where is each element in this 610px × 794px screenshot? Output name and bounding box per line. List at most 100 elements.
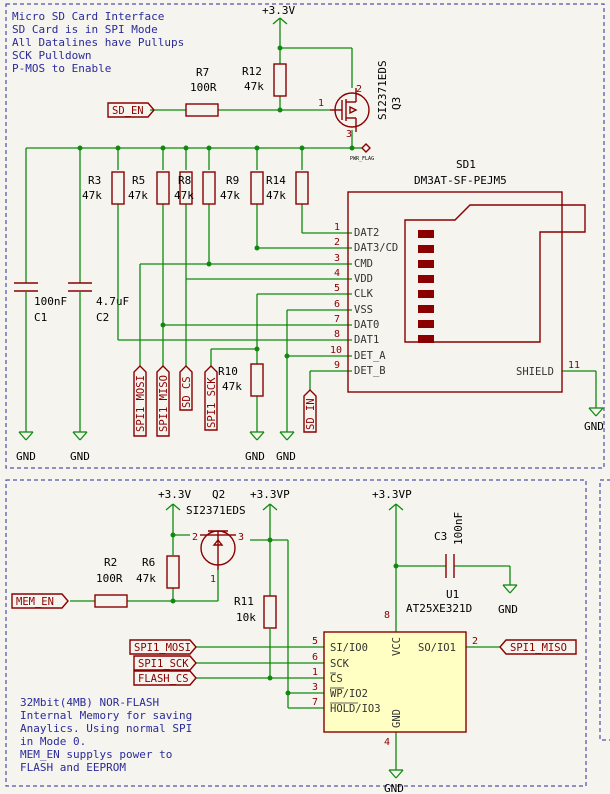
pullup-wiring bbox=[117, 148, 597, 432]
svg-text:in Mode 0.: in Mode 0. bbox=[20, 735, 86, 748]
q3-pmos[interactable]: 1 2 3 bbox=[318, 84, 370, 140]
r5-resistor[interactable] bbox=[156, 171, 170, 205]
svg-text:3: 3 bbox=[334, 253, 340, 264]
svg-text:CMD: CMD bbox=[354, 258, 373, 270]
svg-text:2: 2 bbox=[356, 84, 362, 95]
sd1-value: DM3AT-SF-PEJM5 bbox=[414, 174, 507, 187]
sd-en-label[interactable]: SD_EN bbox=[107, 102, 155, 118]
u1-wiring bbox=[196, 539, 500, 770]
r8-resistor[interactable] bbox=[179, 171, 193, 205]
svg-text:Anaylics. Using normal SPI: Anaylics. Using normal SPI bbox=[20, 722, 192, 735]
sd1-contacts bbox=[418, 230, 434, 343]
svg-text:PWR_FLAG: PWR_FLAG bbox=[350, 156, 374, 162]
sd1-connector[interactable] bbox=[347, 191, 586, 393]
svg-text:GND: GND bbox=[384, 782, 404, 794]
r12-resistor[interactable] bbox=[273, 63, 287, 97]
r14-resistor[interactable] bbox=[250, 171, 264, 205]
svg-text:SPI1_MISO: SPI1_MISO bbox=[158, 375, 170, 432]
r8-value: 47k bbox=[174, 189, 194, 202]
svg-text:2: 2 bbox=[472, 636, 478, 647]
gnd-r10: GND bbox=[245, 431, 265, 463]
q2-pmos[interactable]: 2 3 1 bbox=[192, 530, 244, 601]
svg-text:DAT3/CD: DAT3/CD bbox=[354, 242, 398, 254]
q3-wiring bbox=[150, 45, 353, 148]
svg-text:CLK: CLK bbox=[354, 288, 374, 300]
flash-cs-label[interactable]: FLASH_CS bbox=[133, 670, 197, 686]
r5-ref: R5 bbox=[132, 174, 145, 187]
r10-resistor[interactable] bbox=[250, 363, 264, 397]
r3-resistor[interactable] bbox=[111, 171, 125, 205]
svg-text:6: 6 bbox=[312, 652, 318, 663]
u1-value: AT25XE321D bbox=[406, 602, 472, 615]
u1-flash-chip[interactable] bbox=[323, 631, 467, 733]
r2-resistor[interactable] bbox=[94, 594, 128, 608]
r9-resistor[interactable] bbox=[202, 171, 216, 205]
svg-text:WP/IO2: WP/IO2 bbox=[330, 688, 368, 700]
svg-text:SO/IO1: SO/IO1 bbox=[418, 642, 456, 654]
svg-text:1: 1 bbox=[334, 222, 340, 233]
svg-text:GND: GND bbox=[276, 450, 296, 463]
r6-resistor[interactable] bbox=[166, 555, 180, 589]
gnd-c2: GND bbox=[70, 431, 90, 463]
svg-text:GND: GND bbox=[584, 420, 604, 433]
svg-text:5: 5 bbox=[312, 636, 318, 647]
svg-text:SI/IO0: SI/IO0 bbox=[330, 642, 368, 654]
c1-capacitor[interactable] bbox=[14, 148, 38, 432]
r7-resistor[interactable] bbox=[185, 103, 219, 117]
svg-text:MEM_EN supplys power to: MEM_EN supplys power to bbox=[20, 748, 172, 761]
r2-ref: R2 bbox=[104, 556, 117, 569]
spi1-sck-flash-label[interactable]: SPI1_SCK bbox=[133, 655, 197, 671]
svg-text:FLASH and EEPROM: FLASH and EEPROM bbox=[20, 761, 126, 774]
svg-text:DET_B: DET_B bbox=[354, 365, 386, 377]
q2-ref: Q2 bbox=[212, 488, 225, 501]
svg-text:7: 7 bbox=[334, 314, 340, 325]
side-section-frame bbox=[599, 479, 610, 741]
svg-text:SD_CS: SD_CS bbox=[181, 376, 193, 408]
svg-text:HOLD/IO3: HOLD/IO3 bbox=[330, 703, 381, 715]
sd-in-label[interactable]: SD_IN bbox=[303, 389, 317, 433]
svg-text:DAT0: DAT0 bbox=[354, 319, 379, 331]
svg-text:Micro SD Card Interface: Micro SD Card Interface bbox=[12, 10, 164, 23]
r5-value: 47k bbox=[128, 189, 148, 202]
svg-text:1: 1 bbox=[312, 667, 318, 678]
power-3v3-mem: +3.3V bbox=[158, 488, 191, 555]
gnd-u1: GND bbox=[384, 769, 404, 794]
r2-value: 100R bbox=[96, 572, 123, 585]
svg-text:3: 3 bbox=[312, 682, 318, 693]
spi1-miso-label[interactable]: SPI1_MISO bbox=[156, 365, 170, 437]
r9-value: 47k bbox=[220, 189, 240, 202]
r11-resistor[interactable] bbox=[263, 595, 277, 629]
sd1-ref: SD1 bbox=[456, 158, 476, 171]
r6-value: 47k bbox=[136, 572, 156, 585]
svg-text:10: 10 bbox=[330, 345, 342, 356]
c2-capacitor[interactable] bbox=[68, 148, 92, 432]
spi1-mosi-flash-label[interactable]: SPI1_MOSI bbox=[129, 639, 197, 655]
c3-value: 100nF bbox=[452, 512, 465, 545]
svg-text:GND: GND bbox=[245, 450, 265, 463]
c3-capacitor[interactable] bbox=[445, 554, 455, 578]
svg-text:All Datalines have Pullups: All Datalines have Pullups bbox=[12, 36, 184, 49]
svg-text:4: 4 bbox=[334, 268, 340, 279]
spi1-mosi-label[interactable]: SPI1_MOSI bbox=[133, 365, 147, 437]
svg-text:+3.3VP: +3.3VP bbox=[250, 488, 290, 501]
svg-text:9: 9 bbox=[334, 360, 340, 371]
sd-section-frame bbox=[5, 3, 605, 469]
svg-text:CS: CS bbox=[330, 673, 343, 685]
gnd-c1: GND bbox=[16, 431, 36, 463]
svg-text:6: 6 bbox=[334, 299, 340, 310]
mem-en-label[interactable]: MEM_EN bbox=[11, 593, 69, 609]
spi1-sck-label[interactable]: SPI1_SCK bbox=[204, 365, 218, 431]
spi1-miso-flash-label[interactable]: SPI1_MISO bbox=[499, 639, 577, 655]
r-dat2-resistor[interactable] bbox=[295, 171, 309, 205]
gnd-c3: GND bbox=[498, 584, 518, 616]
r14-value: 47k bbox=[266, 189, 286, 202]
power-3v3p-a: +3.3VP bbox=[250, 488, 290, 596]
sd-cs-label[interactable]: SD_CS bbox=[179, 365, 193, 411]
q3-ref: Q3 bbox=[390, 97, 403, 110]
svg-text:32Mbit(4MB) NOR-FLASH: 32Mbit(4MB) NOR-FLASH bbox=[20, 696, 159, 709]
r8-ref: R8 bbox=[178, 174, 191, 187]
svg-text:SPI1_MOSI: SPI1_MOSI bbox=[134, 642, 191, 654]
c2-value: 4.7uF bbox=[96, 295, 129, 308]
